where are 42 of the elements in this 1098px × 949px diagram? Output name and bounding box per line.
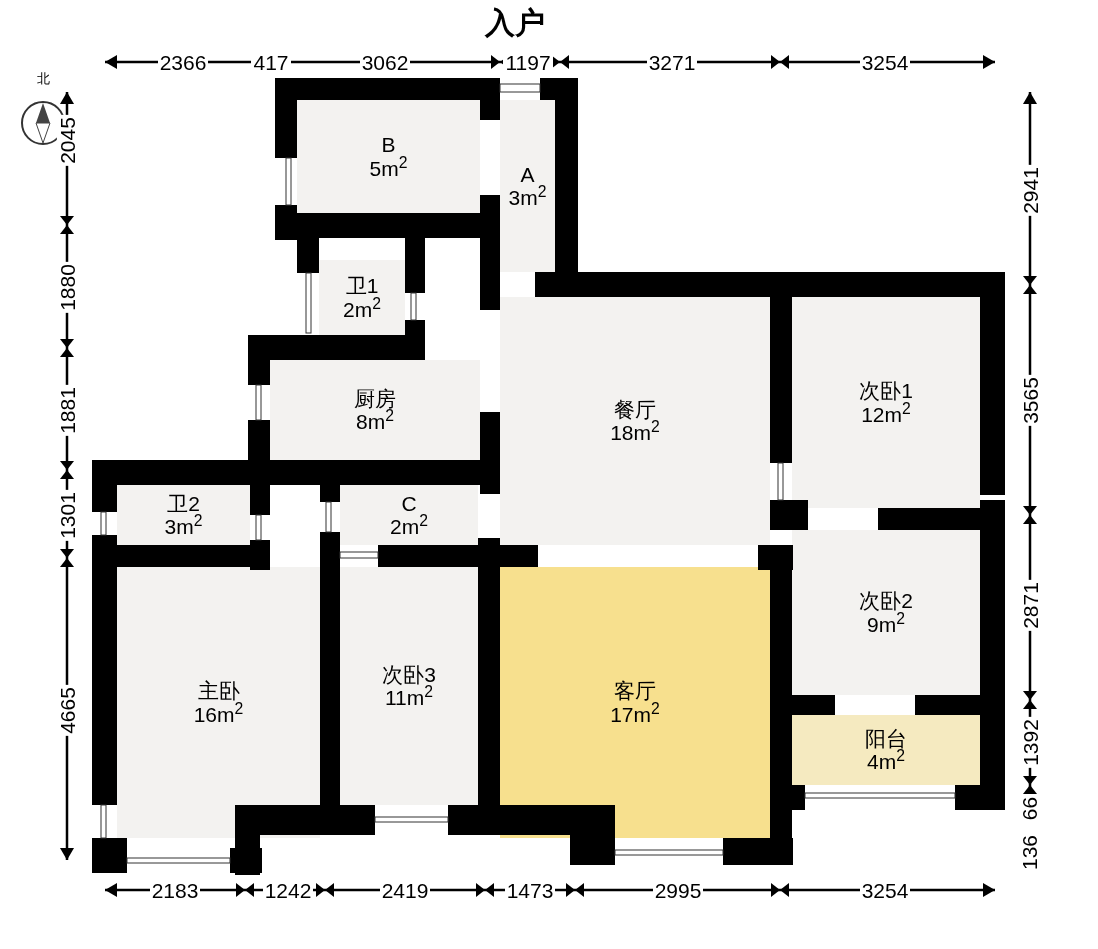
room-area-value: 16m$^{2}$ (193, 702, 244, 726)
room-name: 阳台 (865, 726, 907, 750)
room-area (500, 100, 555, 272)
room-area-value: 3m$^{2}$ (164, 515, 203, 539)
room-name: 主卧 (197, 679, 240, 703)
room-area-value: 2m$^{2}$ (343, 297, 381, 321)
room-area-value: 12m$^{2}$ (861, 402, 911, 426)
room-area (340, 485, 478, 545)
room-area-value: 5m$^{2}$ (369, 156, 408, 180)
room-name: 卫2 (167, 491, 200, 515)
dimension-value: 2045 (56, 114, 78, 166)
room-area (792, 530, 980, 695)
room-area-value: 17m$^{2}$ (610, 702, 660, 726)
room-area (117, 567, 320, 838)
room-name: 餐厅 (614, 397, 656, 421)
room-name: C (401, 491, 417, 515)
room-name: 卫1 (345, 274, 379, 298)
room-name: A (520, 162, 535, 186)
room-name: 次卧3 (382, 662, 436, 686)
room-area (500, 567, 770, 838)
room-area (340, 567, 478, 805)
room-area (297, 100, 480, 213)
room-area-value: 8m$^{2}$ (356, 410, 394, 434)
room-area (500, 297, 770, 545)
entrance-title: 入户 (485, 8, 545, 38)
room-area-value: 2m$^{2}$ (390, 515, 428, 539)
room-area (792, 297, 980, 508)
room-area (270, 360, 480, 460)
room-area (117, 485, 250, 545)
room-area (319, 260, 405, 335)
room-area-value: 4m$^{2}$ (867, 750, 905, 774)
room-area-value: 9m$^{2}$ (867, 612, 905, 636)
room-area (792, 715, 980, 785)
room-name: 次卧1 (859, 379, 913, 403)
room-name: 次卧2 (859, 589, 913, 613)
room-name: 厨房 (354, 386, 396, 410)
room-area-value: 3m$^{2}$ (508, 186, 547, 210)
room-area-value: 11m$^{2}$ (384, 686, 434, 710)
room-name: 客厅 (614, 679, 656, 703)
room-area-value: 18m$^{2}$ (610, 421, 660, 445)
room-name: B (381, 133, 396, 157)
north-label: 北 (36, 71, 50, 85)
